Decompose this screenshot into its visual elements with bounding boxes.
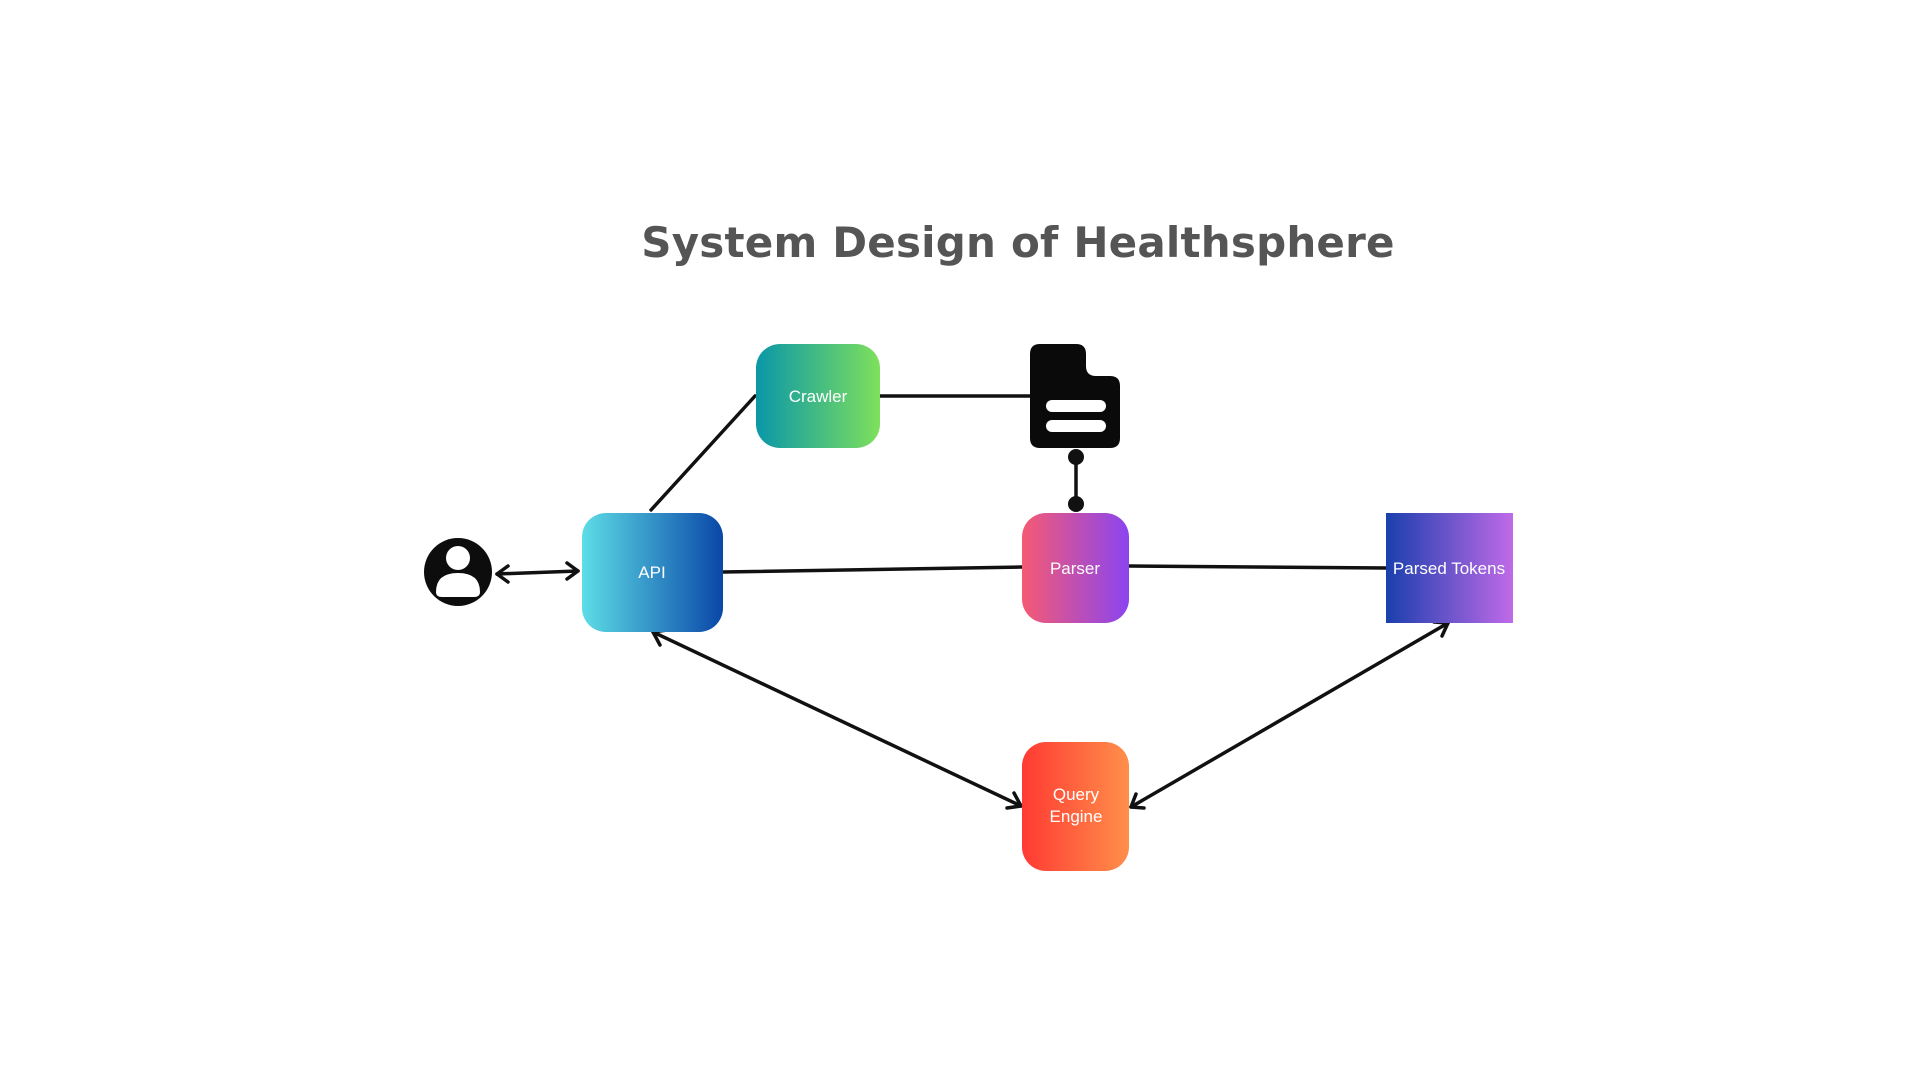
diagram-title: System Design of Healthsphere: [641, 218, 1395, 267]
edge-parser-tokens: [1127, 564, 1388, 570]
edge-api-crawler: [649, 394, 757, 512]
crawler-node[interactable]: Crawler: [756, 344, 880, 448]
query-engine-label-line-2: Engine: [1050, 807, 1103, 826]
connector-dot-top: [1068, 449, 1084, 465]
crawler-label: Crawler: [789, 387, 848, 406]
parser-label: Parser: [1050, 559, 1100, 578]
document-icon: [1030, 344, 1120, 448]
parsed-tokens-node[interactable]: Parsed Tokens: [1386, 513, 1513, 623]
parser-node[interactable]: Parser: [1022, 513, 1129, 623]
parsed-tokens-label: Parsed Tokens: [1393, 559, 1505, 578]
connector-dot-bottom: [1068, 496, 1084, 512]
edge-user-api: [495, 561, 580, 584]
api-node[interactable]: API: [582, 513, 723, 632]
user-icon: [424, 538, 492, 606]
edge-api-query-engine: [651, 628, 1023, 810]
query-engine-label-line-1: Query: [1053, 785, 1100, 804]
query-engine-node[interactable]: Query Engine: [1022, 742, 1129, 871]
edge-api-parser: [721, 565, 1024, 574]
edge-query-engine-tokens: [1129, 620, 1450, 810]
api-label: API: [638, 563, 665, 582]
